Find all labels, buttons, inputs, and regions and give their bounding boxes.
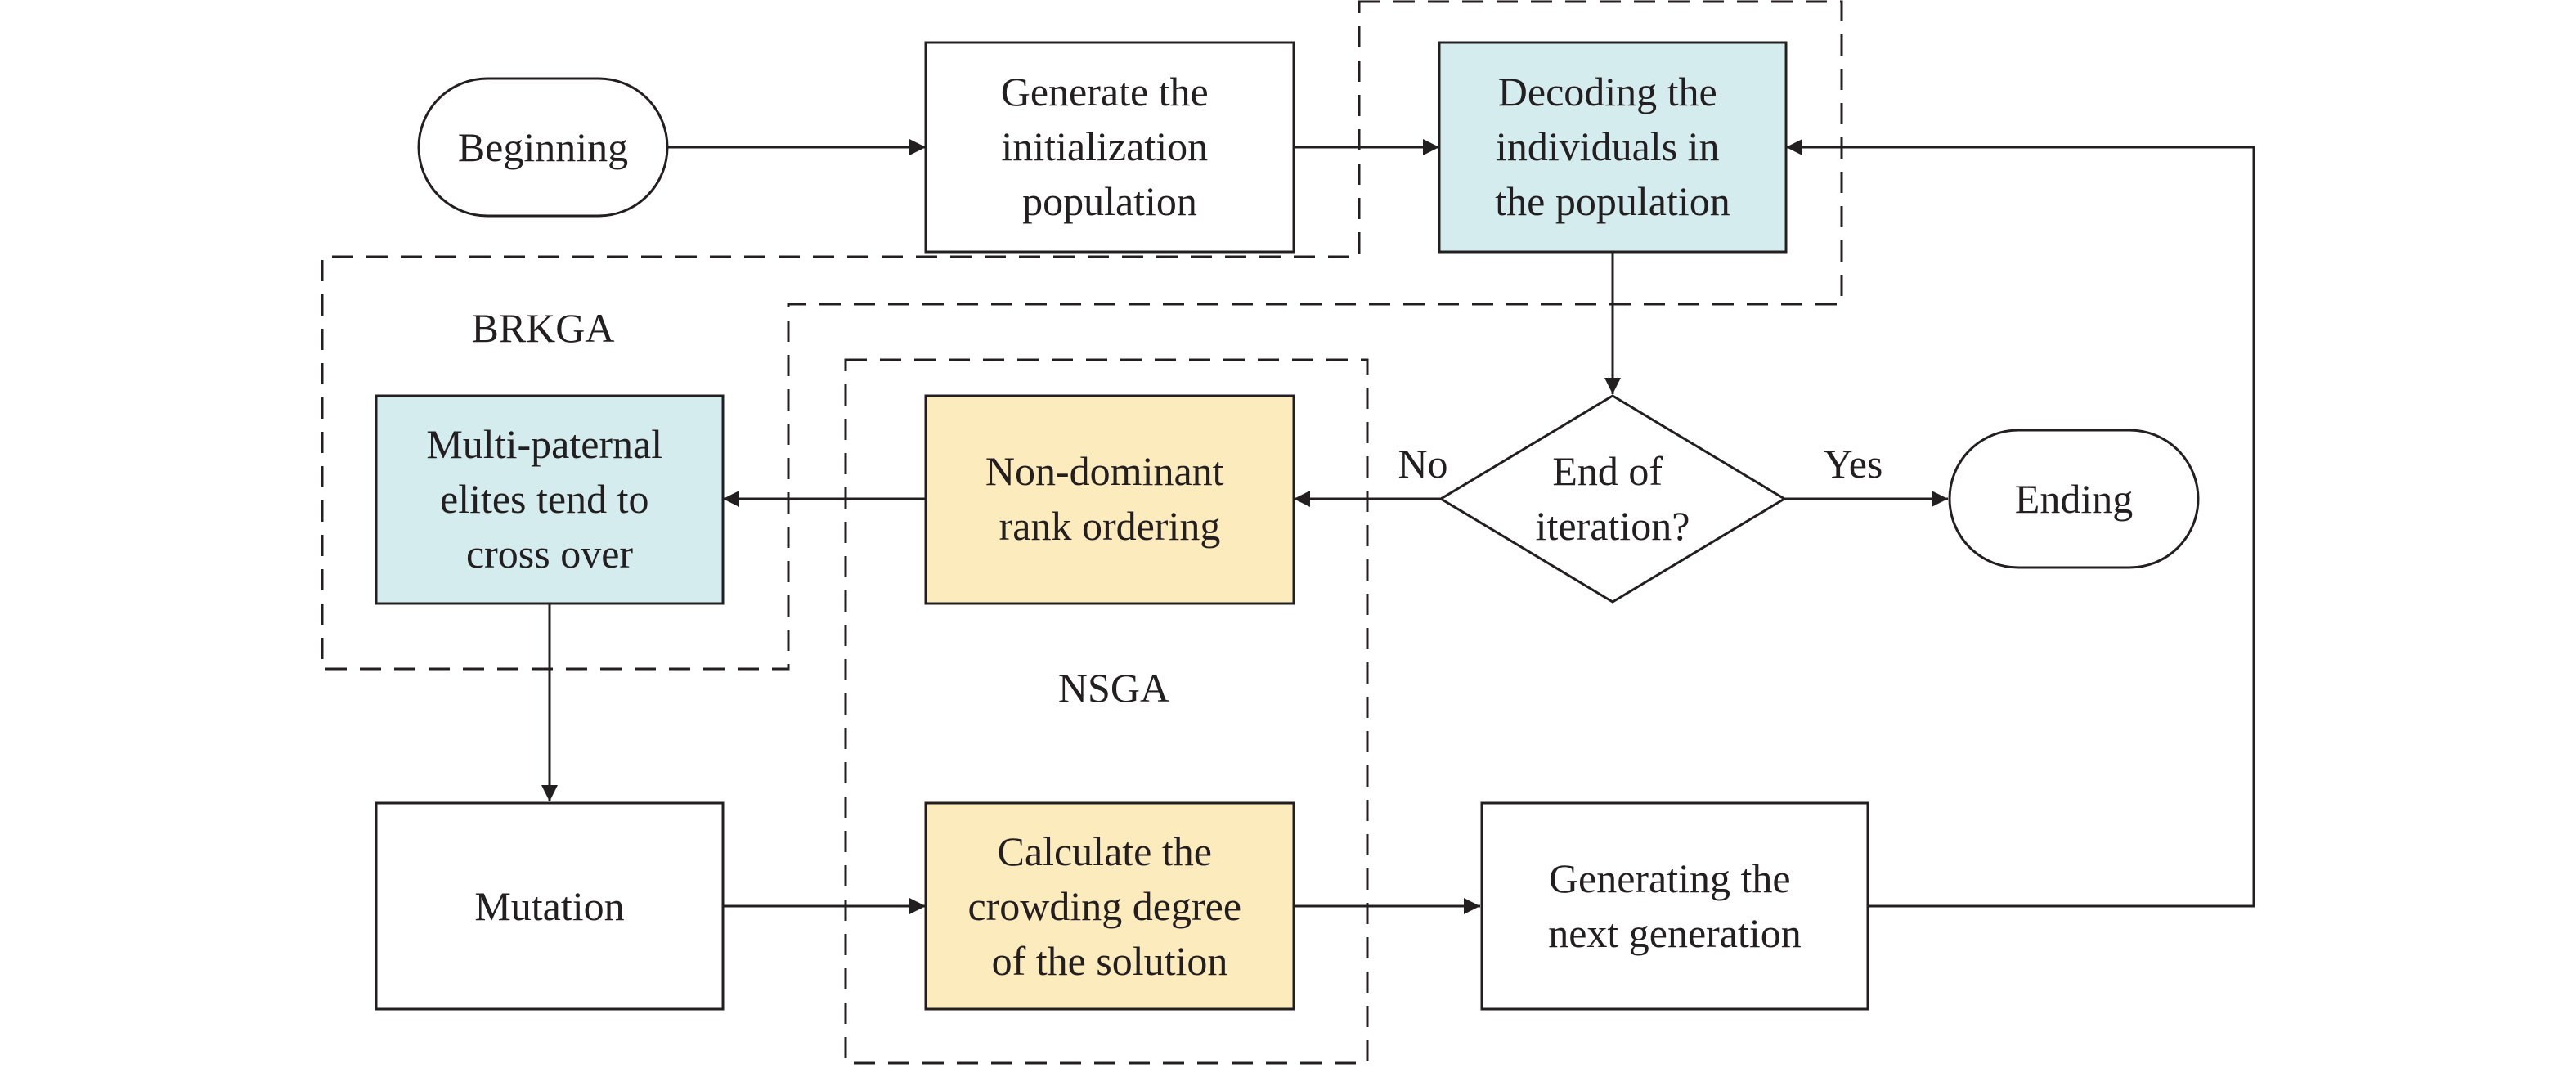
beginning-terminal xyxy=(417,77,669,218)
edge-next-generation-to-decoding xyxy=(1786,139,2255,908)
mutation-box xyxy=(375,801,725,1011)
next-generation-label: Generating the next generation xyxy=(1548,855,1802,956)
brkga-group-label: BRKGA xyxy=(471,305,614,351)
nsga-group-label: NSGA xyxy=(1058,665,1169,711)
next-generation-box xyxy=(1480,801,1869,1011)
ending-label: Ending xyxy=(2015,476,2133,522)
generate-initialization-label: Generate the initialization population xyxy=(1001,69,1219,224)
decoding-box xyxy=(1438,41,1788,254)
no-edge-label: No xyxy=(1398,441,1447,487)
non-dominant-rank-box xyxy=(924,394,1295,605)
crowding-degree-label: Calculate the crowding degree of the sol… xyxy=(967,828,1251,984)
end-of-iteration-decision xyxy=(1438,394,1787,604)
nsga-group-outline xyxy=(844,358,1369,1065)
yes-edge-label: Yes xyxy=(1824,441,1883,487)
non-dominant-rank-label: Non-dominant rank ordering xyxy=(985,448,1234,549)
decoding-label: Decoding the individuals in the populati… xyxy=(1495,69,1730,224)
generate-initialization-box xyxy=(924,41,1295,254)
beginning-label: Beginning xyxy=(458,124,628,170)
crowding-degree-box xyxy=(924,801,1295,1011)
ending-terminal xyxy=(1948,429,2200,569)
multi-paternal-crossover-box xyxy=(375,394,725,605)
end-of-iteration-label: End of iteration? xyxy=(1536,448,1690,549)
multi-paternal-crossover-label: Multi-paternal elites tend to cross over xyxy=(426,421,672,577)
mutation-label: Mutation xyxy=(474,883,624,929)
brkga-group-outline xyxy=(321,0,1843,671)
